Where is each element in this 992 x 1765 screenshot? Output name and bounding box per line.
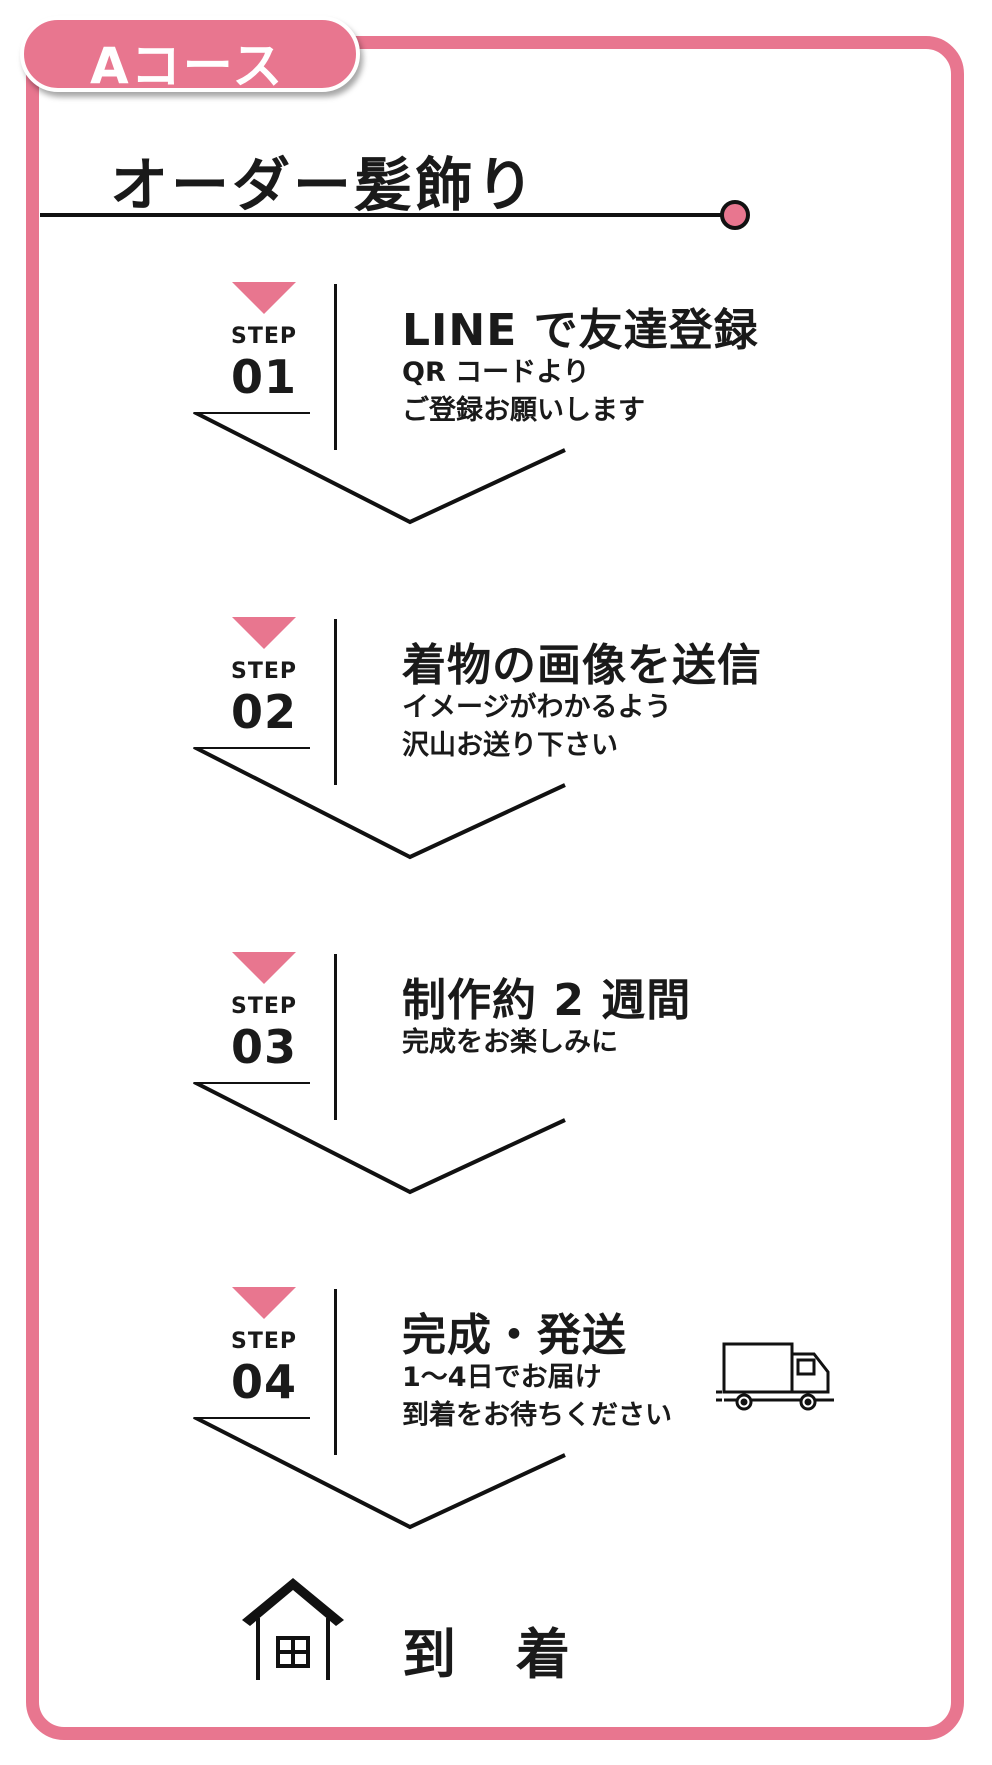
step-description-line: QR コードより <box>402 357 590 388</box>
step-label: STEP <box>230 659 297 684</box>
step-description: 完成をお楽しみに <box>402 1024 618 1062</box>
step-heading: 完成・発送 <box>402 1310 627 1361</box>
chevron-down-arrow-icon <box>193 1082 566 1195</box>
course-tab: Aコース <box>20 16 360 95</box>
triangle-down-icon <box>232 617 296 649</box>
course-card <box>26 36 964 1740</box>
step-heading: 制作約 2 週間 <box>402 975 692 1026</box>
step-number: 03 <box>230 1020 297 1074</box>
step-description-line: ご登録お願いします <box>402 395 645 426</box>
step-divider <box>334 954 337 1120</box>
step-description: 1～4日でお届け 到着をお待ちください <box>402 1359 672 1435</box>
step-description-line: イメージがわかるよう <box>402 692 672 723</box>
step-heading: 着物の画像を送信 <box>402 640 762 691</box>
triangle-down-icon <box>232 952 296 984</box>
step-04: STEP 04 完成・発送 1～4日でお届け 到着をお待ちください <box>0 1287 992 1587</box>
step-description-line: 沢山お送り下さい <box>402 730 618 761</box>
house-icon <box>242 1578 344 1680</box>
step-description-line: 到着をお待ちください <box>402 1400 672 1431</box>
triangle-down-icon <box>232 282 296 314</box>
step-number: 02 <box>230 685 297 739</box>
chevron-down-arrow-icon <box>193 1417 566 1530</box>
arrival-label: 到着 <box>402 1623 630 1686</box>
step-02: STEP 02 着物の画像を送信 イメージがわかるよう 沢山お送り下さい <box>0 617 992 917</box>
step-divider <box>334 619 337 785</box>
chevron-down-arrow-icon <box>193 412 566 525</box>
step-divider <box>334 284 337 450</box>
step-description-line: 完成をお楽しみに <box>402 1027 618 1058</box>
step-label: STEP <box>230 994 297 1019</box>
step-heading: LINE で友達登録 <box>402 305 759 356</box>
course-label: Aコース <box>90 37 285 95</box>
step-01: STEP 01 LINE で友達登録 QR コードより ご登録お願いします <box>0 282 992 582</box>
title-dot-icon <box>720 200 750 230</box>
step-03: STEP 03 制作約 2 週間 完成をお楽しみに <box>0 952 992 1252</box>
step-description-line: 1～4日でお届け <box>402 1362 602 1393</box>
step-label: STEP <box>230 1329 297 1354</box>
step-number: 04 <box>230 1355 297 1409</box>
chevron-down-arrow-icon <box>193 747 566 860</box>
truck-icon <box>716 1342 834 1411</box>
step-label: STEP <box>230 324 297 349</box>
title-underline <box>40 213 728 217</box>
step-description: QR コードより ご登録お願いします <box>402 354 645 430</box>
triangle-down-icon <box>232 1287 296 1319</box>
step-divider <box>334 1289 337 1455</box>
page-title: オーダー髪飾り <box>110 151 538 219</box>
step-number: 01 <box>230 350 297 404</box>
step-description: イメージがわかるよう 沢山お送り下さい <box>402 689 671 765</box>
